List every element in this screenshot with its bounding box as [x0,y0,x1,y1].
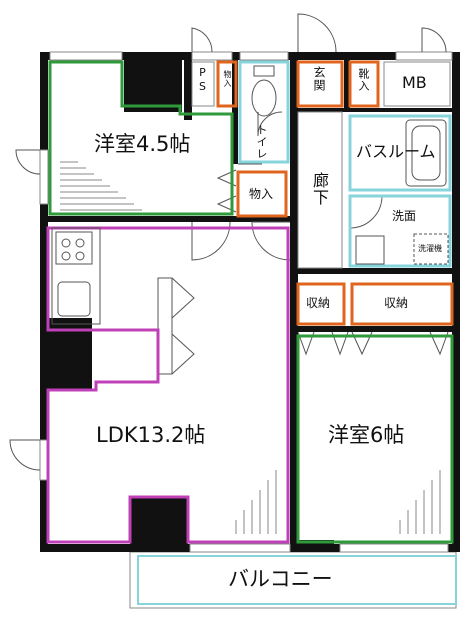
washing-machine-label: 洗濯機 [418,244,442,253]
stove [55,231,93,265]
hallway-label: 廊下 [310,172,329,206]
closet-hall-label: 物入 [249,187,274,201]
bathroom-outline [348,114,452,192]
washroom-outline [348,194,452,268]
bathroom-label: バスルーム [356,142,436,161]
wash-basin [355,235,385,265]
storage-left-label: 収納 [306,296,331,310]
entrance-label: 玄関 [312,66,326,92]
western-room-large-label: 洋室6帖 [328,423,405,447]
shoe-storage-label: 靴入 [357,68,370,92]
washing-machine-area [413,233,449,265]
kitchen-counter [51,227,101,325]
floor-hatch-large [399,470,441,534]
kitchen-sink [57,281,91,317]
hallway-outline [297,111,343,269]
meter-box-label: MB [402,73,427,92]
burner [75,238,85,248]
toilet-tank [253,65,275,77]
western-room-large-outline [296,334,454,544]
washroom-label: 洗面 [392,209,417,223]
balcony-inner-outline [137,555,457,605]
windows [39,51,453,553]
toilet-bowl [251,79,277,117]
burner [61,251,71,261]
floor-hatch-small [60,161,142,211]
ldk-outline [46,226,290,544]
burner [61,238,71,248]
bathtub-inner [411,125,441,181]
western-room-small-label: 洋室4.5帖 [94,132,191,156]
storage-right-label: 収納 [384,296,409,310]
toilet-label: トイレ [255,124,268,160]
closet-toilet-label: 物入 [223,70,232,88]
ldk-label: LDK13.2帖 [96,423,206,447]
balcony-label: バルコニー [228,567,333,591]
floor-hatch-ldk [235,470,277,534]
meter-box-outline [383,61,451,107]
burner [75,251,85,261]
pipe-space-outline [191,61,215,107]
toilet-outline [238,60,290,164]
storage-outlines [216,60,454,326]
western-room-small-outline [48,60,234,216]
pipe-space-label: PS [196,66,209,94]
closet-doors [157,169,449,375]
bathtub [405,119,447,187]
